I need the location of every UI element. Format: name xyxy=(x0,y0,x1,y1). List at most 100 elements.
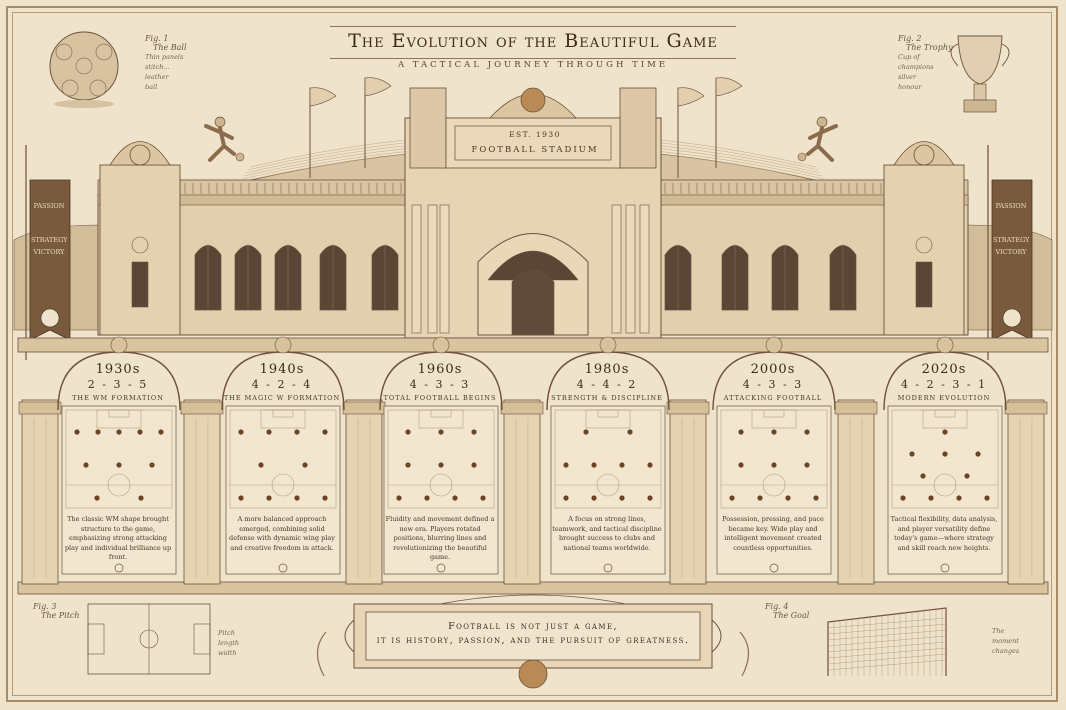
formation-panel xyxy=(550,405,666,575)
formation-player-dot xyxy=(424,495,430,501)
side-pavilion-window xyxy=(915,261,933,308)
era-formation: 4 - 3 - 3 xyxy=(409,378,471,391)
pitch-plan-box-right xyxy=(193,623,211,655)
plaque-scroll-ends xyxy=(344,619,722,653)
panel-ball-icon xyxy=(769,563,779,573)
ball-panel xyxy=(89,79,107,97)
goal-net-line xyxy=(827,617,947,629)
era-formation: 4 - 3 - 3 xyxy=(742,378,804,391)
name-plaque xyxy=(454,125,612,161)
formation-player-dot xyxy=(116,462,122,468)
formation-player-dot xyxy=(149,462,155,468)
central-door xyxy=(511,269,555,336)
fig1-note: Thin panels stitch... leather ball xyxy=(145,53,184,91)
pitch-goal-box xyxy=(108,409,130,418)
facade-column xyxy=(439,204,450,334)
banner-right-word-1: PASSION xyxy=(995,202,1027,210)
pitch-center-circle xyxy=(107,473,131,497)
formation-player-dot xyxy=(471,429,477,435)
banner-left-word-3: VICTORY xyxy=(33,248,65,256)
formation-player-dot xyxy=(975,451,981,457)
formation-player-dot xyxy=(563,495,569,501)
side-pavilion xyxy=(99,164,181,336)
side-pavilion xyxy=(883,164,965,336)
pillar-capital xyxy=(834,401,878,415)
goal-net-line xyxy=(827,653,947,665)
fig4-name: The Goal xyxy=(773,611,810,620)
panel-ball-icon xyxy=(603,563,613,573)
side-pavilion-window xyxy=(131,261,149,308)
formation-player-dot xyxy=(804,429,810,435)
ball-panel xyxy=(95,43,113,61)
banner xyxy=(29,179,71,341)
formation-player-dot xyxy=(942,429,948,435)
panel-ball-icon xyxy=(278,563,288,573)
formation-player-dot xyxy=(771,462,777,468)
flag xyxy=(677,87,705,107)
era-description: Fluidity and movement defined a new era.… xyxy=(385,515,495,561)
title-rule-bottom xyxy=(330,58,736,59)
goal-net-line xyxy=(827,641,947,653)
era-decade: 1930s xyxy=(95,362,141,377)
side-pavilion-emblem xyxy=(913,144,935,166)
fig1-label-block: Fig. 1 The Ball Thin panels stitch... le… xyxy=(145,34,187,92)
formation-player-dot xyxy=(266,429,272,435)
formation-player-dot xyxy=(405,462,411,468)
pitch-center-circle xyxy=(271,473,295,497)
banner-right-word-3: VICTORY xyxy=(995,248,1027,256)
formation-player-dot xyxy=(138,495,144,501)
formation-player-dot xyxy=(738,462,744,468)
formation-player-dot xyxy=(266,495,272,501)
formation-player-dot xyxy=(158,429,164,435)
fig1-name: The Ball xyxy=(153,43,187,52)
fig2-note: Cup of champions silver honour xyxy=(898,53,934,91)
arcade-pillar xyxy=(1007,399,1045,585)
banner-ball-icon xyxy=(40,308,60,328)
pillar-capital xyxy=(500,401,544,415)
facade-column xyxy=(639,204,650,334)
era-formation: 4 - 4 - 2 xyxy=(576,378,638,391)
fig2-name: The Trophy xyxy=(906,43,953,52)
formation-player-dot xyxy=(627,429,633,435)
formation-player-dot xyxy=(757,495,763,501)
formation-player-dot xyxy=(116,429,122,435)
arch-keystone-medallion xyxy=(274,336,292,354)
central-arch-window xyxy=(487,250,579,281)
title-block: The Evolution of the Beautiful Game A TA… xyxy=(330,26,736,86)
ball-sketch xyxy=(49,31,119,101)
arch-keystone-medallion xyxy=(432,336,450,354)
era-decade: 2000s xyxy=(750,362,796,377)
fig3-name: The Pitch xyxy=(41,611,80,620)
pitch-plan-box-left xyxy=(87,623,105,655)
fig3-label-block: Fig. 3 The Pitch xyxy=(33,602,80,620)
panel-ball-icon xyxy=(940,563,950,573)
formation-panel xyxy=(716,405,832,575)
formation-player-dot xyxy=(452,495,458,501)
plaque-ball-medallion xyxy=(518,659,548,689)
formation-player-dot xyxy=(302,462,308,468)
crest-ball xyxy=(520,87,546,113)
era-caption: TOTAL FOOTBALL BEGINS xyxy=(383,394,497,402)
trophy-stem xyxy=(973,83,987,101)
ball-panel xyxy=(75,57,93,75)
formation-player-dot xyxy=(258,462,264,468)
arcade-pillar xyxy=(183,399,221,585)
formation-player-dot xyxy=(238,429,244,435)
arch-keystone-medallion xyxy=(936,336,954,354)
formation-player-dot xyxy=(920,473,926,479)
era-2020s: 2020s 4 - 2 - 3 - 1 MODERN EVOLUTION xyxy=(874,362,1014,402)
era-decade: 1960s xyxy=(417,362,463,377)
pitch-plan-circle xyxy=(139,629,159,649)
facade-column xyxy=(611,204,622,334)
pitch-goal-box xyxy=(272,409,294,418)
formation-player-dot xyxy=(647,462,653,468)
panel-ball-icon xyxy=(114,563,124,573)
formation-player-dot xyxy=(396,495,402,501)
formation-player-dot xyxy=(964,473,970,479)
trophy-cup xyxy=(957,35,1003,85)
fig3-note: Pitch length width xyxy=(218,629,240,657)
outer-frame xyxy=(6,6,1058,702)
goal-net-line xyxy=(827,629,947,641)
formation-player-dot xyxy=(438,429,444,435)
